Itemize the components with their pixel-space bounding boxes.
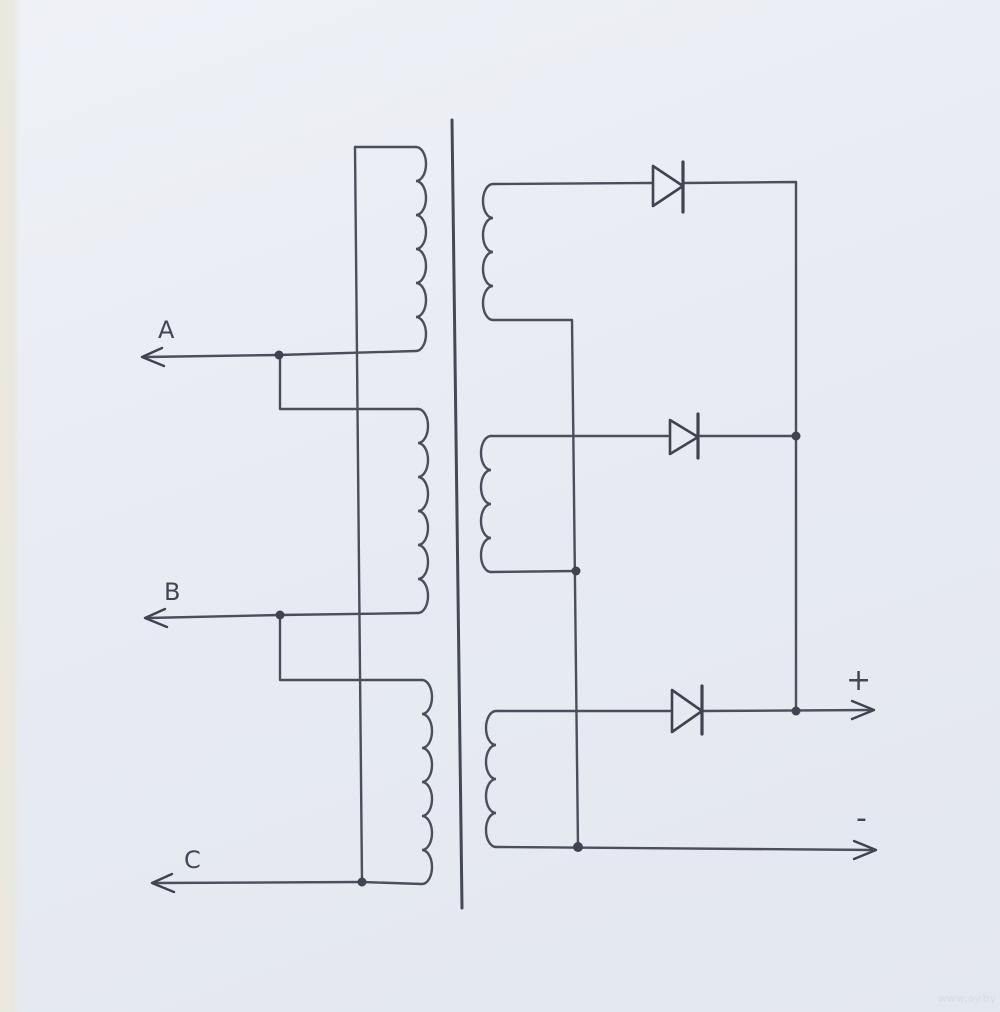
diode-icon <box>668 412 700 460</box>
secondary-coil-1 <box>481 182 495 322</box>
arrow-icon <box>140 346 166 368</box>
junction-dot <box>571 566 581 576</box>
polarity-minus: - <box>856 801 867 836</box>
junction-dot <box>357 877 367 887</box>
primary-windings <box>140 145 434 894</box>
lead-b <box>146 613 282 620</box>
junction-dot <box>275 610 285 620</box>
coil-c-bottom-lead <box>360 880 424 886</box>
lead-a <box>143 353 280 359</box>
coil-a-bottom-lead <box>276 349 418 357</box>
paper-edge <box>0 0 20 1012</box>
coil-b-bottom-lead <box>278 611 420 617</box>
positive-output-lead <box>702 708 874 713</box>
polarity-plus: + <box>846 663 871 698</box>
phase-label-b: B <box>164 578 180 606</box>
arrow-icon <box>150 872 176 894</box>
arrow-icon <box>850 699 876 721</box>
primary-coil-a <box>414 145 428 353</box>
secondary-coil-2 <box>479 434 493 574</box>
primary-coil-c <box>420 678 434 886</box>
secondary-windings <box>479 180 878 861</box>
transformer-core <box>450 118 464 910</box>
negative-bus <box>491 318 580 850</box>
junction-dot <box>573 842 583 852</box>
diode-icon <box>670 684 704 736</box>
secondary-1-top-lead <box>491 181 653 186</box>
secondary-coil-3 <box>484 709 498 849</box>
phase-label-c: C <box>184 846 201 874</box>
watermark: www.ay.by <box>938 992 997 1005</box>
secondary-2-bottom-lead <box>489 569 578 574</box>
primary-return-wire <box>353 145 364 884</box>
junction-dot <box>791 431 801 441</box>
negative-output-lead <box>494 845 876 852</box>
junction-dot <box>791 706 801 716</box>
junction-dot <box>274 350 284 360</box>
primary-coil-b <box>416 407 430 615</box>
phase-label-a: A <box>158 316 175 344</box>
arrow-icon <box>852 839 878 861</box>
coil-b-top-lead <box>278 353 420 411</box>
diode-icon <box>651 160 685 214</box>
lead-c <box>153 880 364 885</box>
arrow-icon <box>143 607 169 629</box>
positive-bus <box>683 180 798 713</box>
coil-c-top-lead <box>278 613 424 682</box>
